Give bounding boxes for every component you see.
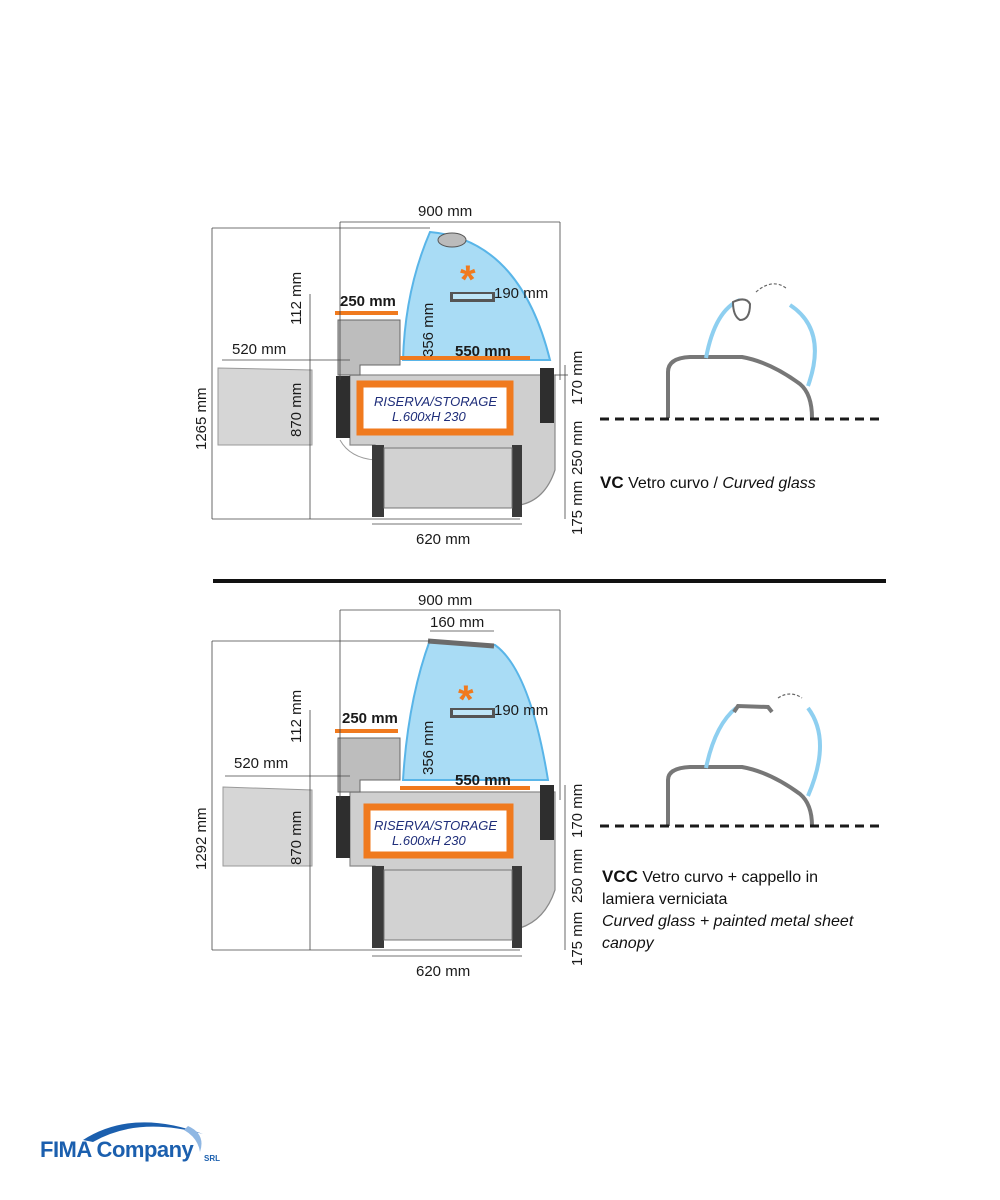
vcc-storage-size-label: L.600xH 230 [392, 833, 466, 848]
vc-caption: VC Vetro curvo / Curved glass [600, 472, 816, 495]
vc-shelf-depth-label: 250 mm [340, 293, 396, 310]
vc-glass-height-label: 356 mm [420, 303, 437, 357]
vcc-250-label: 250 mm [569, 849, 586, 903]
vcc-height-label: 1292 mm [193, 807, 210, 870]
vc-width-label: 900 mm [418, 203, 472, 220]
vcc-caption-en-2: canopy [602, 935, 654, 952]
vcc-deck-depth-label: 550 mm [455, 772, 511, 789]
logo-suffix: SRL [204, 1154, 220, 1163]
vcc-width-label: 900 mm [418, 592, 472, 609]
vc-height-label: 1265 mm [193, 387, 210, 450]
vcc-caption-it-2: lamiera verniciata [602, 891, 728, 908]
vcc-counter-height-label: 870 mm [288, 811, 305, 865]
vcc-canopy-label: 160 mm [430, 614, 484, 631]
vcc-caption-it-1: Vetro curvo + cappello in [642, 869, 819, 886]
vc-code: VC [600, 473, 624, 492]
vcc-170-label: 170 mm [569, 784, 586, 838]
vcc-side-ext-label: 520 mm [234, 755, 288, 772]
vcc-drawing: * [211, 609, 566, 957]
vcc-code: VCC [602, 867, 638, 886]
vc-deck-depth-label: 550 mm [455, 343, 511, 360]
vcc-caption-en-1: Curved glass + painted metal sheet [602, 913, 854, 930]
vcc-shelf-height-label: 112 mm [288, 690, 305, 743]
vc-170-label: 170 mm [569, 351, 586, 405]
vc-shelf-height-label: 112 mm [288, 272, 305, 325]
vcc-caption: VCC Vetro curvo + cappello in lamiera ve… [602, 866, 853, 955]
vc-drawing: * [211, 221, 568, 525]
vcc-storage-label: RISERVA/STORAGE [374, 818, 497, 833]
vc-storage-size-label: L.600xH 230 [392, 409, 466, 424]
vcc-shelf-depth-label: 250 mm [342, 710, 398, 727]
vcc-profile-illustration [600, 693, 885, 828]
vc-175-label: 175 mm [569, 481, 586, 535]
vc-base-label: 620 mm [416, 531, 470, 548]
vc-caption-it: Vetro curvo / [628, 475, 718, 492]
vc-glass-gap-label: 190 mm [494, 285, 548, 302]
vcc-glass-height-label: 356 mm [420, 721, 437, 775]
svg-text:*: * [458, 678, 474, 722]
vc-side-ext-label: 520 mm [232, 341, 286, 358]
vc-caption-en: Curved glass [722, 475, 816, 492]
vcc-175-label: 175 mm [569, 912, 586, 966]
logo-text: FIMA Company [40, 1137, 194, 1162]
vc-profile-illustration [600, 283, 885, 421]
company-logo: FIMA Company SRL [38, 1112, 238, 1182]
vc-counter-height-label: 870 mm [288, 383, 305, 437]
svg-text:*: * [460, 258, 476, 302]
vcc-base-label: 620 mm [416, 963, 470, 980]
vc-storage-label: RISERVA/STORAGE [374, 394, 497, 409]
vc-250-label: 250 mm [569, 421, 586, 475]
vcc-glass-gap-label: 190 mm [494, 702, 548, 719]
logo-swoosh-icon [83, 1122, 203, 1152]
